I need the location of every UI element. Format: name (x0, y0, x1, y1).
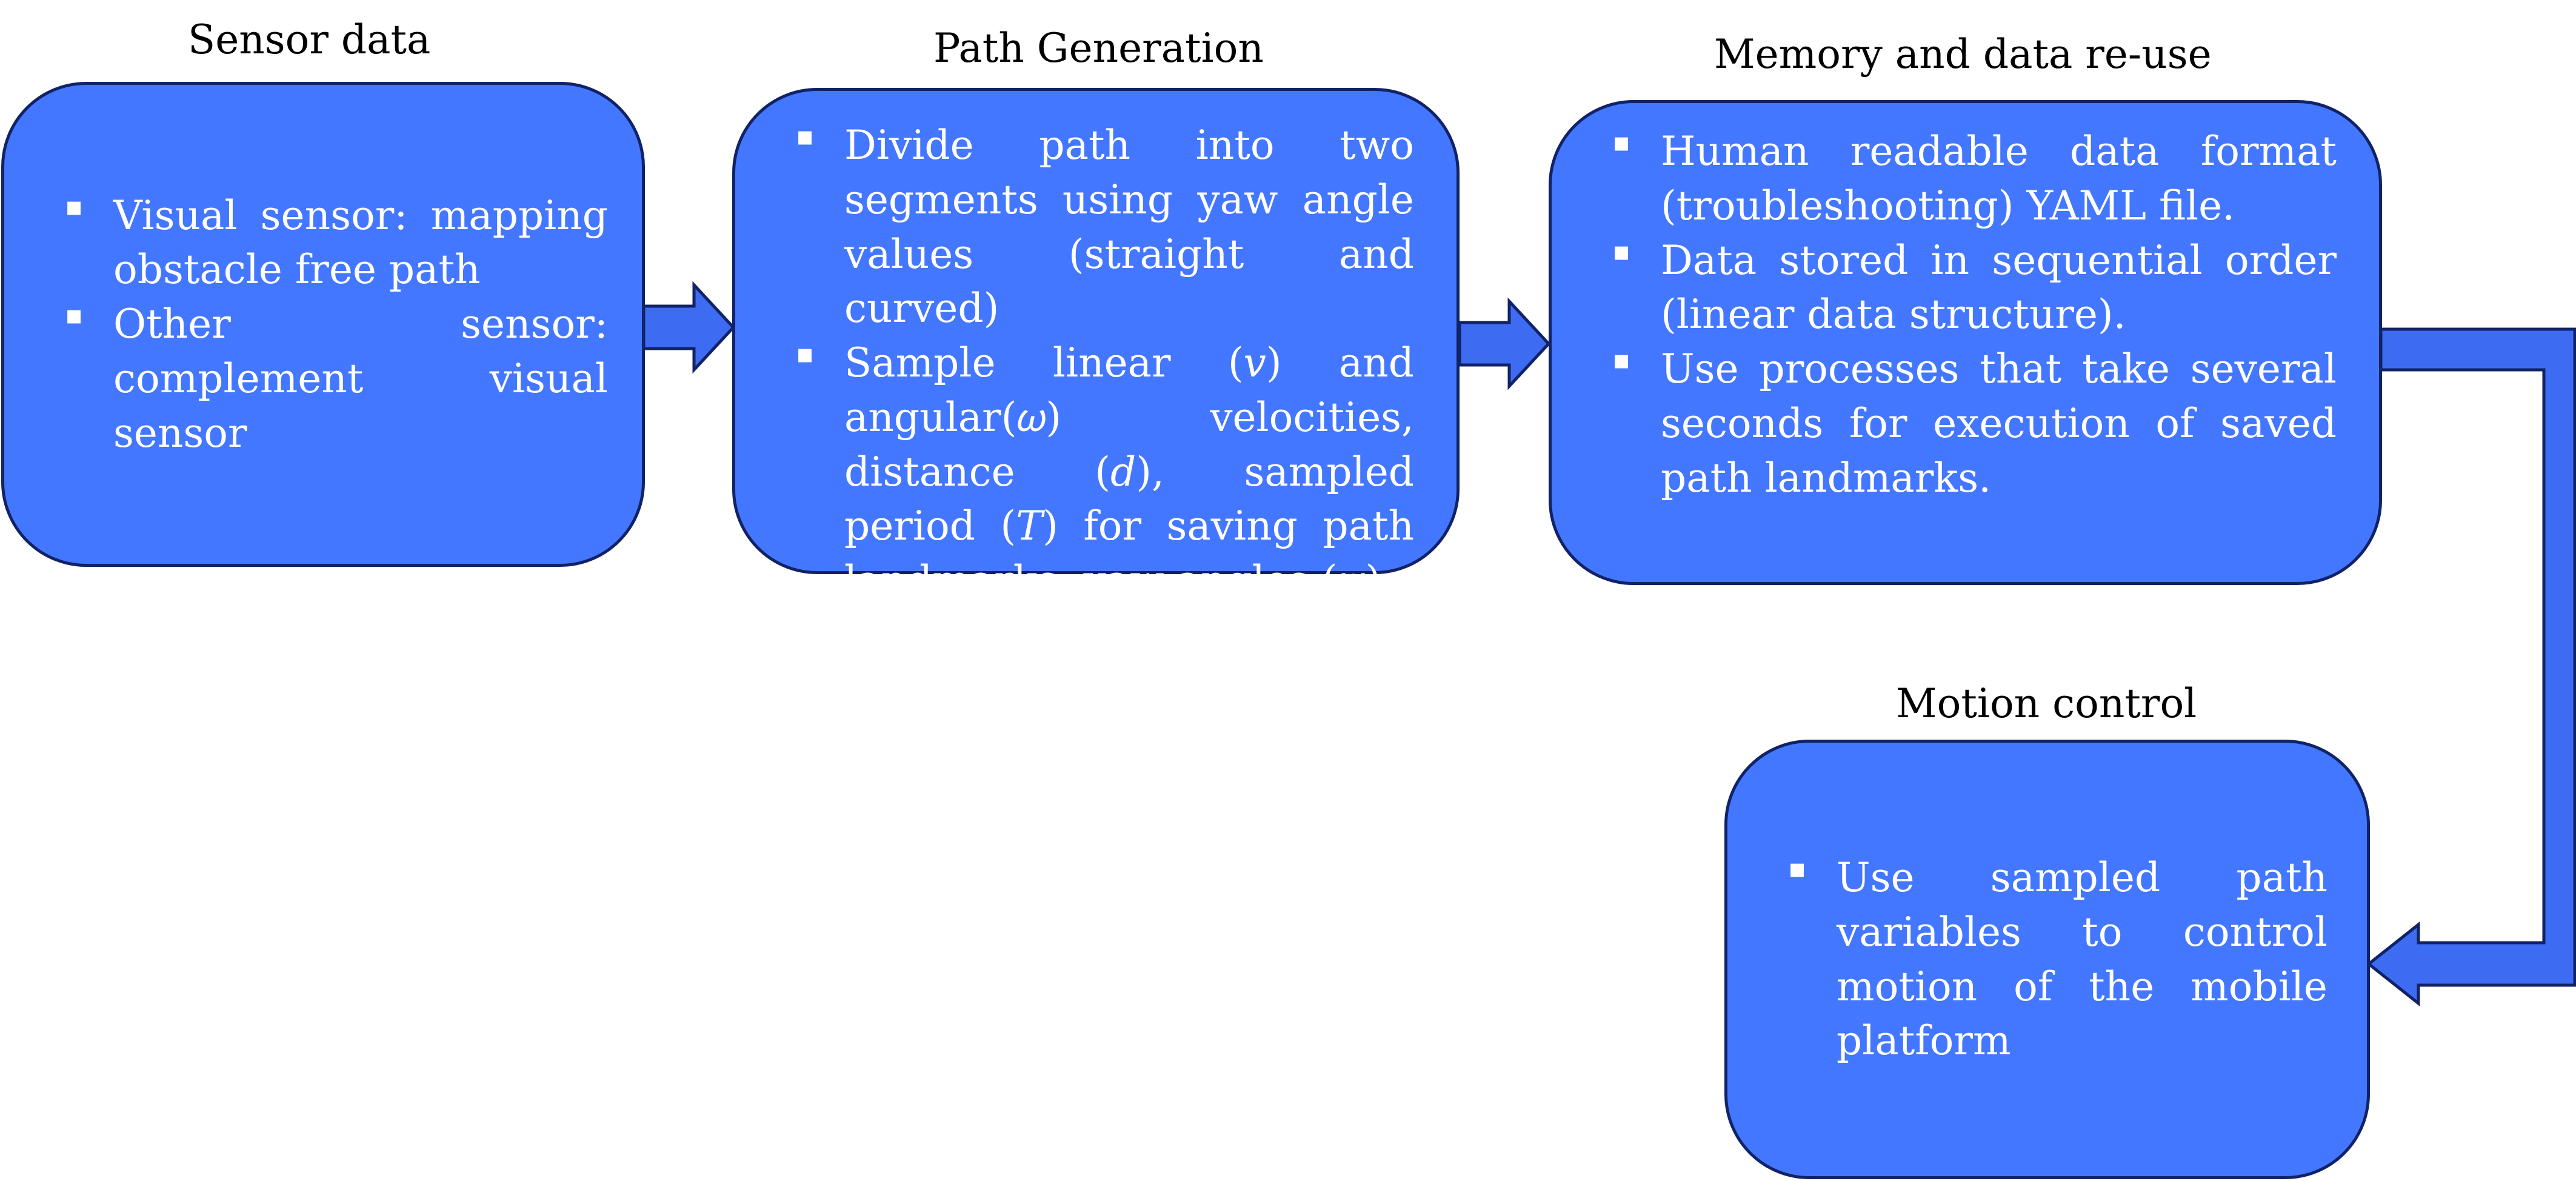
list-item: ▪ Use sampled path variables to control … (1758, 851, 2327, 1068)
list-item-text: Other sensor: complement visual sensor (113, 301, 608, 457)
list-item-text: Use sampled path variables to control mo… (1837, 854, 2327, 1065)
sensor-data-box: ▪ Visual sensor: mapping obstacle free p… (1, 82, 645, 567)
memory-title: Memory and data re-use (1714, 31, 2212, 78)
bullet-icon: ▪ (1788, 853, 1806, 884)
motion-control-box: ▪ Use sampled path variables to control … (1724, 740, 2370, 1179)
motion-control-list: ▪ Use sampled path variables to control … (1758, 851, 2327, 1068)
list-item: ▪ Human readable data format (troublesho… (1582, 124, 2337, 233)
bullet-icon: ▪ (1612, 235, 1630, 267)
motion-control-title: Motion control (1896, 680, 2197, 727)
list-item-text: Divide path into two segments using yaw … (844, 122, 1414, 332)
list-item: ▪ Other sensor: complement visual sensor (35, 297, 608, 460)
memory-box: ▪ Human readable data format (troublesho… (1549, 100, 2382, 585)
list-item: ▪ Divide path into two segments using ya… (766, 118, 1414, 336)
path-generation-box: ▪ Divide path into two segments using ya… (732, 88, 1460, 604)
list-item: ▪ Visual sensor: mapping obstacle free p… (35, 189, 608, 298)
bullet-icon: ▪ (65, 299, 83, 331)
bullet-icon: ▪ (65, 190, 83, 222)
list-item: ▪ Sample linear (𝑣) and angular(𝜔) veloc… (766, 336, 1414, 608)
list-item-text: Sample linear (𝑣) and angular(𝜔) velocit… (844, 340, 1414, 604)
bullet-icon: ▪ (796, 338, 814, 369)
list-item-text: Visual sensor: mapping obstacle free pat… (113, 192, 608, 293)
path-generation-list: ▪ Divide path into two segments using ya… (766, 118, 1414, 608)
arrow-path-to-memory (1458, 297, 1551, 390)
path-generation-title: Path Generation (933, 25, 1264, 72)
memory-list: ▪ Human readable data format (troublesho… (1582, 124, 2337, 505)
bullet-icon: ▪ (796, 121, 814, 152)
list-item-text: Use processes that take several seconds … (1661, 346, 2337, 501)
arrow-sensor-to-path (642, 281, 736, 374)
sensor-data-list: ▪ Visual sensor: mapping obstacle free p… (35, 189, 608, 461)
arrow-memory-to-motion (2366, 327, 2576, 1007)
list-item: ▪ Use processes that take several second… (1582, 342, 2337, 505)
list-item-text: Data stored in sequential order (linear … (1661, 236, 2337, 338)
bullet-icon: ▪ (1612, 127, 1630, 158)
list-item: ▪ Data stored in sequential order (linea… (1582, 233, 2337, 343)
list-item-text: Human readable data format (troubleshoot… (1661, 128, 2337, 229)
sensor-data-title: Sensor data (188, 16, 431, 63)
bullet-icon: ▪ (1612, 344, 1630, 375)
